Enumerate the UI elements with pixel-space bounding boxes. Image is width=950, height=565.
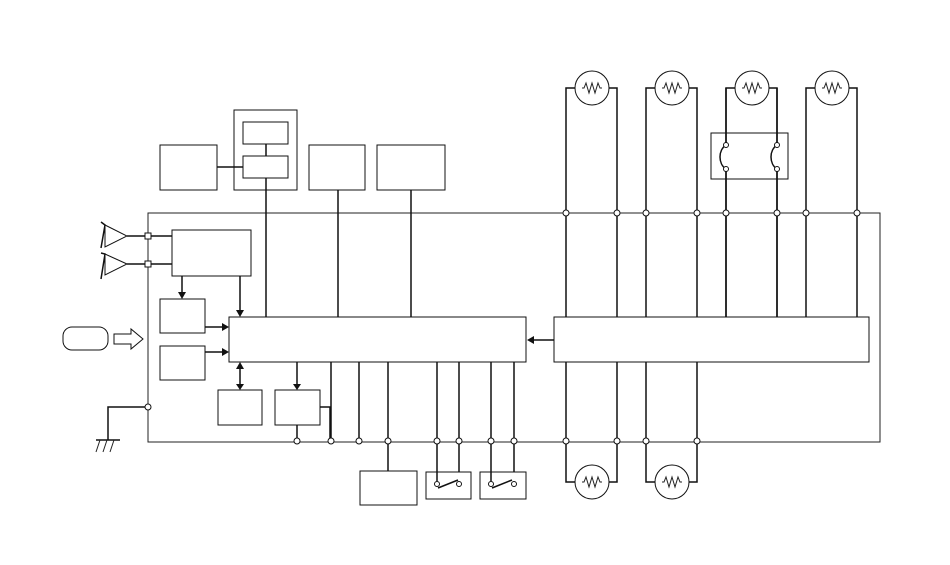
terminal-node [487, 437, 495, 445]
terminal-node [773, 209, 781, 217]
terminal-node [327, 437, 335, 445]
terminal-node [144, 232, 152, 240]
heater-element-icon [574, 70, 610, 106]
terminal-node [693, 437, 701, 445]
terminal-node [384, 437, 392, 445]
heater-element-icon [814, 70, 850, 106]
terminal-node [642, 437, 650, 445]
left-block-upper [159, 298, 206, 334]
top-module-1 [159, 144, 218, 191]
lower-block-right [274, 389, 321, 426]
terminal-node [144, 403, 152, 411]
input-arrow-icon [113, 327, 144, 351]
terminal-node [642, 209, 650, 217]
heater-driver-block [553, 316, 870, 363]
terminal-node [455, 437, 463, 445]
terminal-node [355, 437, 363, 445]
terminal-node [802, 209, 810, 217]
central-controller-block [228, 316, 527, 363]
heater-element-icon [734, 70, 770, 106]
heater-element-icon [654, 70, 690, 106]
receiver-block [171, 229, 252, 277]
antenna-icon [100, 221, 148, 249]
lower-block-left [217, 389, 263, 426]
top-module-2-group [233, 109, 298, 191]
ground-icon [95, 406, 148, 453]
terminal-node [433, 437, 441, 445]
top-module-2-upper [242, 121, 289, 145]
terminal-node [853, 209, 861, 217]
terminal-node [293, 437, 301, 445]
antenna-icon [100, 252, 148, 280]
top-module-3 [308, 144, 366, 191]
top-module-4 [376, 144, 446, 191]
left-block-lower [159, 345, 206, 381]
terminal-node [144, 260, 152, 268]
switch-icon [425, 471, 472, 500]
heater-element-icon [574, 464, 610, 500]
terminal-node [722, 209, 730, 217]
terminal-node [693, 209, 701, 217]
terminal-node [510, 437, 518, 445]
bottom-external-box [359, 470, 418, 506]
fuse-icon [710, 88, 789, 317]
heater-element-icon [654, 464, 690, 500]
terminal-node [613, 437, 621, 445]
terminal-node [562, 437, 570, 445]
terminal-node [613, 209, 621, 217]
switch-icon [479, 471, 527, 500]
external-input-capsule [62, 326, 109, 351]
terminal-node [562, 209, 570, 217]
top-module-2-lower [242, 155, 289, 179]
